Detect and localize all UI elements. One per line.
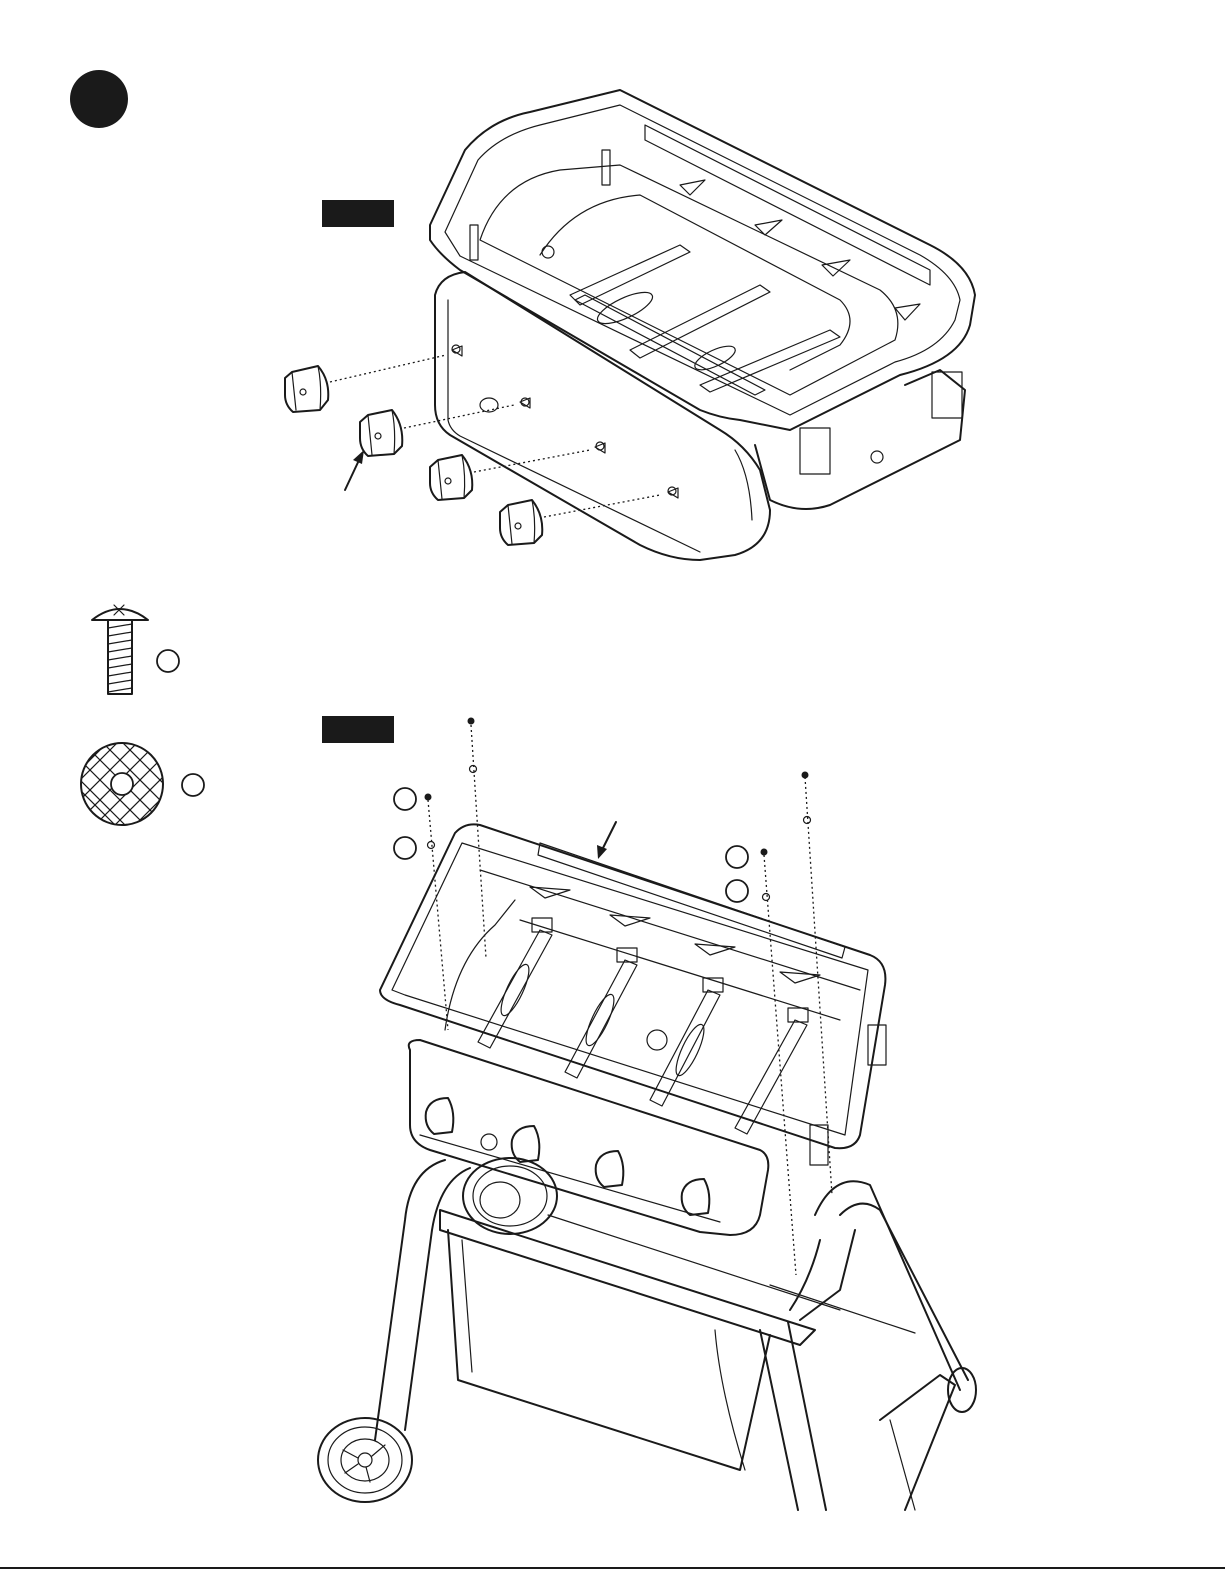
step-number-circle (70, 70, 128, 128)
callout-circle-screw-right (726, 846, 748, 868)
firebox-callout-arrow (597, 822, 616, 859)
screw-marker-4 (761, 849, 770, 901)
screw-icon (92, 605, 148, 694)
view-label-box-top (322, 200, 394, 227)
callout-circle-washer-left (394, 837, 416, 859)
control-knob-4 (500, 500, 542, 545)
grill-cart (375, 1160, 976, 1510)
view-label-box-bottom (322, 716, 394, 743)
callout-circle-screw-left (394, 788, 416, 810)
grill-head-top-view (430, 90, 975, 560)
control-knob-3 (430, 455, 472, 500)
wheel-rear (463, 1158, 557, 1234)
grill-head-bottom-view (380, 824, 886, 1235)
screw-callout-circle (157, 650, 179, 672)
knob-callout-arrow (345, 450, 364, 490)
washer-icon (40, 710, 200, 870)
wheel-front (318, 1418, 412, 1502)
callout-circle-washer-right (726, 880, 748, 902)
washer-callout-circle (182, 774, 204, 796)
control-knob-2 (360, 410, 402, 456)
control-knob-1 (285, 366, 328, 412)
hardware-leaders (428, 725, 832, 1275)
